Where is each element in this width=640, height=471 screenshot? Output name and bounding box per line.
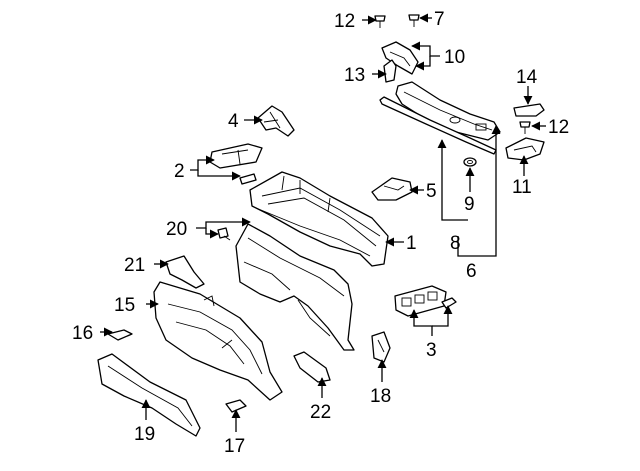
callout-15: 15 — [114, 295, 135, 316]
part-5-bracket — [371, 177, 413, 201]
callout-labels: 1 2 3 4 5 6 7 8 9 10 11 12 13 14 15 16 1… — [72, 9, 569, 457]
callout-3: 3 — [426, 340, 437, 361]
callout-16: 16 — [72, 323, 93, 344]
callout-14: 14 — [516, 67, 538, 88]
callout-2: 2 — [174, 161, 185, 182]
part-7-screw — [408, 14, 420, 27]
part-20-screw — [217, 227, 231, 241]
part-15-insulator — [153, 281, 283, 401]
callout-9: 9 — [464, 194, 475, 215]
callout-17: 17 — [224, 436, 245, 457]
callout-22: 22 — [310, 402, 331, 423]
part-22-bracket — [293, 351, 331, 383]
callout-12: 12 — [334, 11, 355, 32]
callout-19: 19 — [134, 424, 155, 445]
leaders — [100, 13, 546, 432]
part-10-cover — [381, 41, 419, 75]
part-12-screw-right — [519, 121, 531, 134]
callout-10: 10 — [444, 47, 465, 68]
callout-4: 4 — [228, 111, 239, 132]
part-3-insulators — [394, 285, 457, 317]
part-1-dash-panel — [235, 223, 355, 351]
callout-18: 18 — [370, 386, 391, 407]
callout-12-right: 12 — [548, 117, 569, 138]
part-1-cowl-panel — [249, 171, 389, 267]
part-13-clip — [383, 59, 397, 83]
part-9-grommet — [463, 157, 477, 167]
part-21-bracket — [165, 255, 205, 289]
callout-11: 11 — [512, 177, 532, 198]
part-12-screw-top — [374, 15, 386, 28]
part-6-cowl-top — [395, 81, 501, 141]
part-19-lower-insulator — [97, 353, 201, 437]
callout-1: 1 — [406, 233, 417, 254]
callout-8: 8 — [450, 233, 461, 254]
part-8-seal-strip — [379, 96, 497, 155]
part-16-pad — [107, 329, 133, 341]
part-11-bracket — [505, 137, 545, 161]
callout-20: 20 — [166, 219, 187, 240]
part-2-bracket — [209, 143, 263, 185]
callout-13: 13 — [344, 65, 365, 86]
part-4-bracket — [257, 105, 295, 137]
callout-6: 6 — [466, 261, 477, 282]
callout-5: 5 — [426, 181, 437, 202]
part-17-pad — [225, 399, 247, 413]
callout-21: 21 — [124, 255, 145, 276]
callout-7: 7 — [434, 9, 445, 30]
part-14-plate — [513, 103, 545, 117]
part-18-bracket — [371, 331, 391, 363]
